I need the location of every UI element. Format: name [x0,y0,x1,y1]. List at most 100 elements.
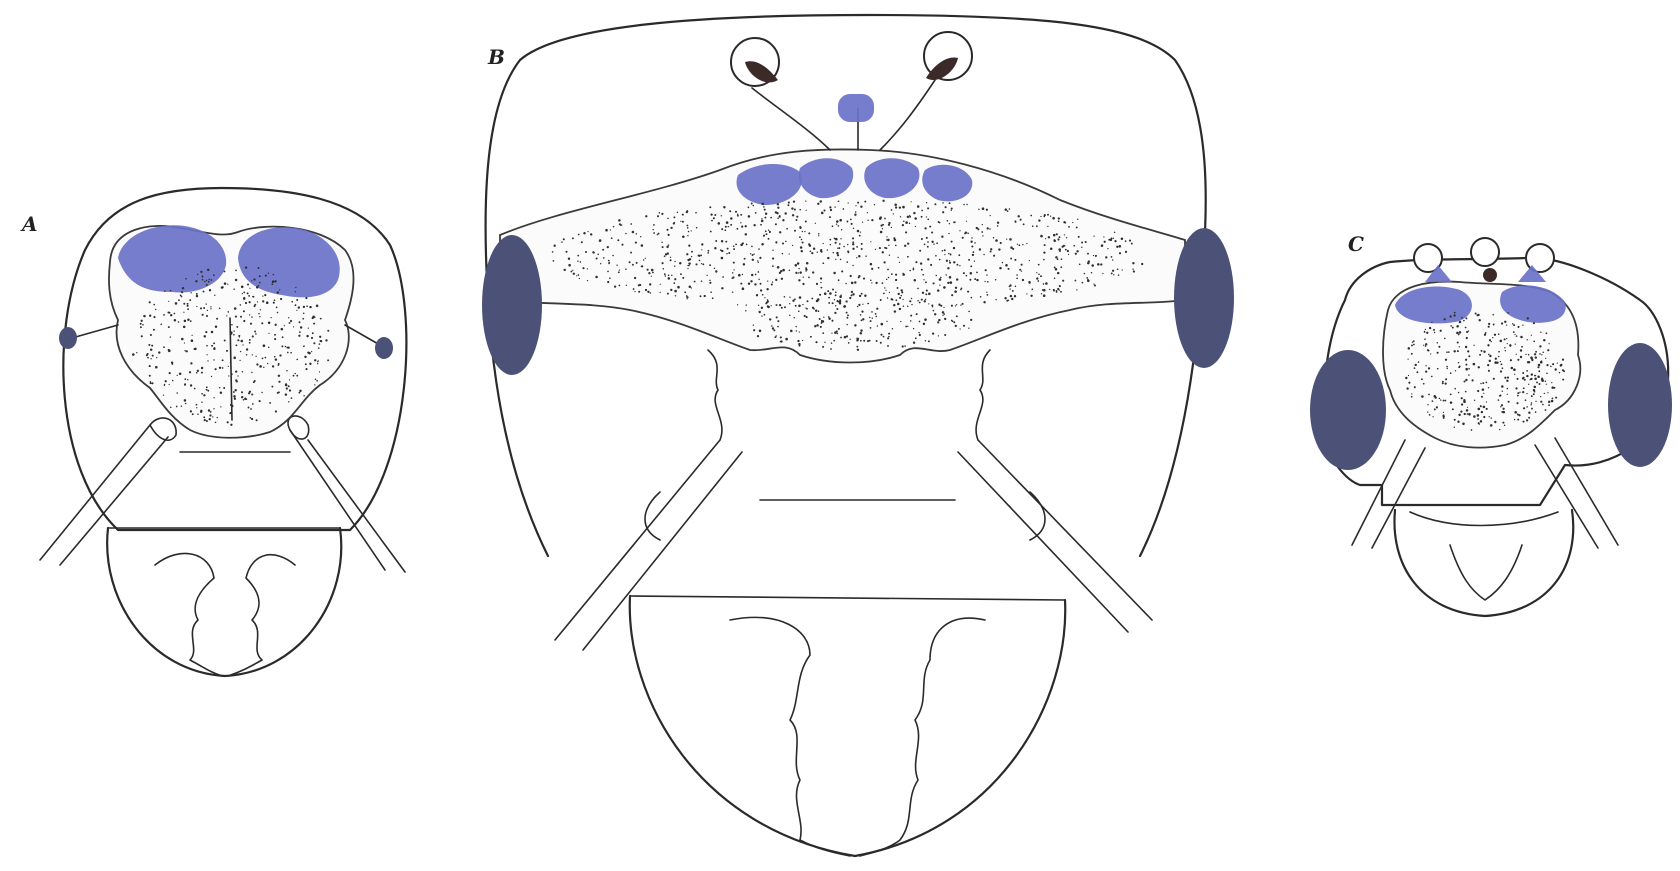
stipple-dot [1425,345,1427,347]
panel-label-c: C [1348,232,1364,256]
stipple-dot [913,267,915,269]
stipple-dot [1113,274,1114,275]
stipple-dot [882,228,883,229]
stipple-dot [940,277,942,279]
stipple-dot [846,221,848,223]
stipple-dot [839,295,842,298]
stipple-dot [954,221,956,223]
stipple-dot [782,253,784,255]
stipple-dot [665,275,667,277]
stipple-dot [862,221,863,222]
stipple-dot [206,280,208,282]
stipple-dot [204,419,206,421]
stipple-dot [823,317,824,318]
stipple-dot [760,224,762,226]
panel-label-b: B [488,45,505,69]
stipple-dot [241,396,243,398]
stipple-dot [799,271,801,273]
stipple-dot [1103,236,1104,237]
stipple-dot [745,310,747,312]
stipple-dot [1044,214,1046,216]
stipple-dot [780,341,782,343]
stipple-dot [1444,338,1446,340]
stipple-dot [651,276,652,277]
stipple-dot [798,272,799,273]
stipple-dot [1425,370,1427,372]
stipple-dot [1461,403,1463,405]
stipple-dot [733,269,734,270]
stipple-dot [777,326,779,328]
stipple-dot [140,323,142,325]
stipple-dot [207,390,209,392]
stipple-dot [1117,268,1119,270]
stipple-dot [1457,421,1459,423]
stipple-dot [974,242,976,244]
stipple-dot [204,335,206,337]
stipple-dot [1112,270,1114,272]
stipple-dot [1112,259,1113,260]
stipple-dot [251,418,253,420]
stipple-dot [210,306,211,307]
stipple-dot [851,223,853,225]
stipple-dot [573,273,575,275]
stipple-dot [976,272,978,274]
stipple-dot [250,417,252,419]
stipple-dot [882,200,884,202]
stipple-dot [632,231,635,234]
stipple-dot [1012,248,1014,250]
stipple-dot [602,249,604,251]
stipple-dot [832,289,834,291]
stipple-dot [938,319,940,321]
stipple-dot [1549,343,1550,344]
stipple-dot [197,370,199,372]
stipple-dot [799,209,801,211]
stipple-dot [607,281,609,283]
stipple-dot [1516,378,1518,380]
stipple-dot [823,209,825,211]
stipple-dot [196,295,198,297]
stipple-dot [817,203,819,205]
stipple-dot [1528,417,1530,419]
stipple-dot [925,281,927,283]
ocellus-pigment-c [1483,268,1497,282]
stipple-dot [629,261,631,263]
panel-label-a: A [22,212,38,236]
stipple-dot [1465,368,1468,371]
stipple-dot [295,373,296,374]
stipple-dot [1427,404,1428,405]
stipple-dot [752,205,754,207]
stipple-dot [857,306,859,308]
stipple-dot [1492,314,1494,316]
stipple-dot [836,300,838,302]
stipple-dot [175,302,178,305]
stipple-dot [177,375,178,376]
stipple-dot [768,306,770,308]
stipple-dot [1533,322,1535,324]
stipple-dot [1414,367,1416,369]
stipple-dot [947,267,949,269]
stipple-dot [213,348,215,350]
stipple-dot [733,262,735,264]
stipple-dot [149,301,151,303]
stipple-dot [262,295,263,296]
stipple-dot [856,246,858,248]
stipple-dot [285,393,287,395]
stipple-dot [674,265,675,266]
stipple-dot [971,237,972,238]
stipple-dot [1471,429,1473,431]
stipple-dot [832,225,834,227]
stipple-dot [636,233,637,234]
stipple-dot [1540,401,1542,403]
stipple-dot [956,278,958,280]
stipple-dot [303,313,305,315]
stipple-dot [674,278,676,280]
stipple-dot [949,260,950,261]
stipple-dot [182,287,184,289]
stipple-dot [275,324,277,326]
stipple-dot [1531,408,1533,410]
stipple-dot [710,213,712,215]
stipple-dot [805,200,806,201]
stipple-dot [662,246,664,248]
stipple-dot [789,315,790,316]
